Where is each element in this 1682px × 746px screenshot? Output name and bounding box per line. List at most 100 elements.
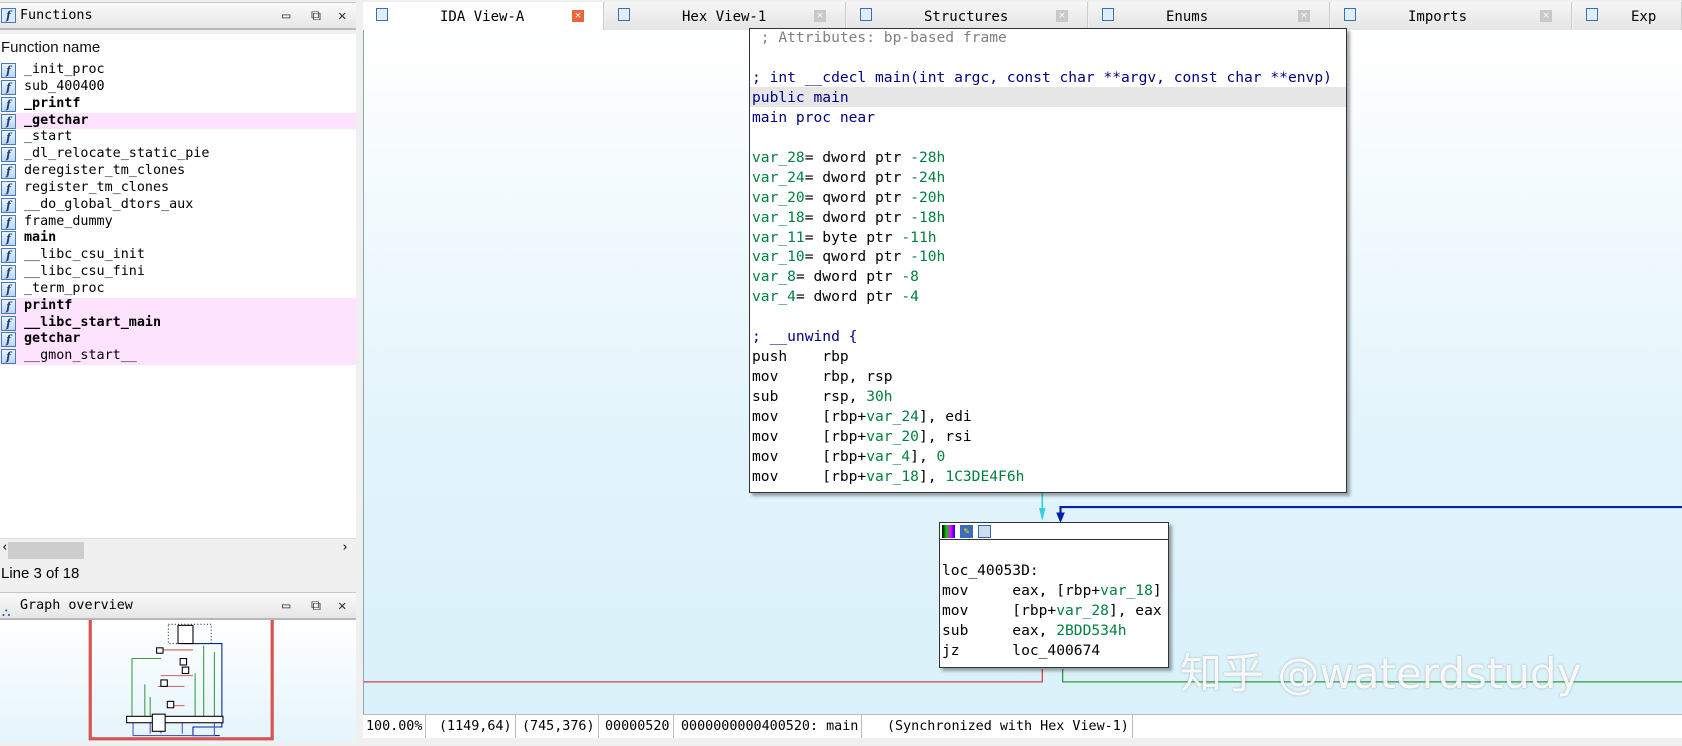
variable-token[interactable]: var_20	[866, 428, 919, 445]
view-tabs: IDA View-A×Hex View-1×Structures×Enums×I…	[363, 2, 1682, 30]
tab-exp[interactable]: Exp	[1573, 2, 1682, 30]
code-line[interactable]: var_4= dword ptr -4	[752, 287, 919, 307]
variable-token[interactable]: var_24	[752, 168, 805, 186]
code-block-main[interactable]: ; Attributes: bp-based frame ; int __cdec…	[749, 28, 1347, 493]
column-header-function-name[interactable]: Function name	[1, 39, 101, 56]
tab-ida-view-a[interactable]: IDA View-A×	[363, 2, 604, 30]
close-icon[interactable]: ✕	[338, 598, 347, 614]
variable-token[interactable]: var_28	[752, 148, 805, 166]
code-line[interactable]: push rbp	[752, 347, 849, 367]
tab-close-icon[interactable]: ×	[1056, 10, 1068, 22]
tab-label: Imports	[1408, 9, 1468, 25]
code-token: ], edi	[918, 408, 972, 426]
tab-close-icon[interactable]: ×	[814, 10, 826, 22]
code-token: mov eax, [rbp+	[942, 581, 1101, 599]
scroll-right-icon[interactable]: ›	[341, 540, 349, 555]
overview-node	[126, 715, 224, 724]
variable-token[interactable]: var_24	[866, 408, 919, 426]
code-token: mov [rbp+	[752, 408, 867, 426]
variable-token[interactable]: var_20	[752, 188, 805, 206]
scroll-left-icon[interactable]: ‹	[1, 540, 9, 555]
variable-token[interactable]: var_10	[752, 248, 805, 266]
close-icon[interactable]: ✕	[338, 8, 347, 24]
group-icon[interactable]	[978, 525, 991, 538]
code-line[interactable]: mov [rbp+var_28], eax	[942, 601, 1162, 621]
function-list-item[interactable]: f_printf	[0, 96, 356, 113]
variable-token[interactable]: var_18	[866, 467, 919, 485]
variable-token[interactable]: var_18	[752, 208, 805, 226]
code-line[interactable]: mov rbp, rsp	[752, 367, 893, 387]
function-list-item[interactable]: f__libc_csu_fini	[0, 264, 356, 281]
code-line[interactable]: var_10= qword ptr -10h	[752, 247, 945, 267]
graph-overview-minimap[interactable]	[0, 615, 356, 742]
variable-token[interactable]: var_28	[1056, 601, 1109, 619]
code-token: loc_40053D:	[942, 561, 1039, 579]
function-list-item[interactable]: f__libc_csu_init	[0, 247, 356, 264]
code-line[interactable]: var_24= dword ptr -24h	[752, 168, 945, 188]
variable-token[interactable]: var_8	[752, 268, 796, 286]
code-line[interactable]: ; __unwind {	[752, 327, 857, 347]
line-status: Line 3 of 18	[1, 565, 80, 582]
ida-graph-view[interactable]: ; Attributes: bp-based frame ; int __cdec…	[363, 28, 1682, 714]
rename-icon[interactable]: ✎	[960, 525, 973, 538]
code-line[interactable]: mov eax, [rbp+var_18]	[942, 581, 1162, 601]
function-list-item[interactable]: f__libc_start_main	[0, 314, 356, 332]
code-line[interactable]: ; Attributes: bp-based frame	[752, 28, 1007, 48]
code-token: -4	[901, 288, 919, 306]
variable-token[interactable]: var_11	[752, 228, 805, 246]
tab-structures[interactable]: Structures×	[847, 2, 1088, 30]
horizontal-scrollbar[interactable]: ‹ ›	[0, 538, 356, 559]
function-list-item[interactable]: f_start	[0, 129, 356, 146]
code-line[interactable]: var_28= dword ptr -28h	[752, 148, 945, 168]
function-list-item[interactable]: f_dl_relocate_static_pie	[0, 146, 356, 163]
overview-node	[181, 666, 190, 675]
graph-overview[interactable]	[0, 615, 356, 742]
variable-token[interactable]: var_4	[866, 447, 911, 465]
function-list-item[interactable]: f_term_proc	[0, 281, 356, 298]
variable-token[interactable]: var_4	[752, 288, 796, 306]
code-line[interactable]: sub eax, 2BDD534h	[942, 621, 1127, 641]
code-line[interactable]: mov [rbp+var_18], 1C3DE4F6h	[752, 467, 1024, 487]
code-line[interactable]: loc_40053D:	[942, 561, 1039, 581]
maximize-icon[interactable]: ▭	[282, 8, 291, 24]
code-line[interactable]: mov [rbp+var_20], rsi	[752, 427, 972, 447]
code-line[interactable]: var_11= byte ptr -11h	[752, 228, 937, 248]
code-line[interactable]: sub rsp, 30h	[752, 387, 893, 407]
tab-imports[interactable]: Imports ×	[1331, 2, 1572, 30]
code-line[interactable]: var_18= dword ptr -18h	[752, 208, 945, 228]
maximize-icon[interactable]: ▭	[282, 598, 291, 614]
tab-close-icon[interactable]: ×	[1298, 10, 1310, 22]
code-line[interactable]: var_20= qword ptr -20h	[752, 188, 945, 208]
tab-enums[interactable]: Enums×	[1089, 2, 1330, 30]
function-list-item[interactable]: f_getchar	[0, 112, 356, 130]
tab-hex-view-1[interactable]: Hex View-1×	[605, 2, 846, 30]
code-line[interactable]: var_8= dword ptr -8	[752, 267, 919, 287]
code-line[interactable]: jz loc_400674	[942, 641, 1100, 661]
float-icon[interactable]: ⧉	[311, 598, 321, 614]
code-token: ; int __cdecl main(int argc, const char …	[752, 68, 1332, 86]
tab-close-icon[interactable]: ×	[1540, 10, 1552, 22]
function-name: frame_dummy	[24, 213, 113, 229]
function-list-item[interactable]: f__gmon_start__	[0, 348, 356, 366]
color-icon[interactable]	[942, 525, 955, 538]
scroll-thumb[interactable]	[8, 542, 84, 559]
tab-close-icon[interactable]: ×	[572, 10, 584, 22]
code-line[interactable]: ; int __cdecl main(int argc, const char …	[752, 68, 1332, 88]
variable-token[interactable]: var_18	[1100, 581, 1153, 599]
code-line[interactable]: mov [rbp+var_4], 0	[752, 447, 945, 467]
function-list-item[interactable]: f__do_global_dtors_aux	[0, 197, 356, 214]
code-token: = dword ptr	[804, 168, 911, 186]
code-line[interactable]: public main	[752, 88, 849, 108]
code-block-loc-40053d[interactable]: ✎ loc_40053D:mov eax, [rbp+var_18]mov [r…	[939, 522, 1169, 668]
code-line[interactable]: main proc near	[752, 108, 875, 128]
float-icon[interactable]: ⧉	[311, 8, 321, 24]
code-line[interactable]: mov [rbp+var_24], edi	[752, 407, 972, 427]
function-list-item[interactable]: f_init_proc	[0, 62, 356, 79]
